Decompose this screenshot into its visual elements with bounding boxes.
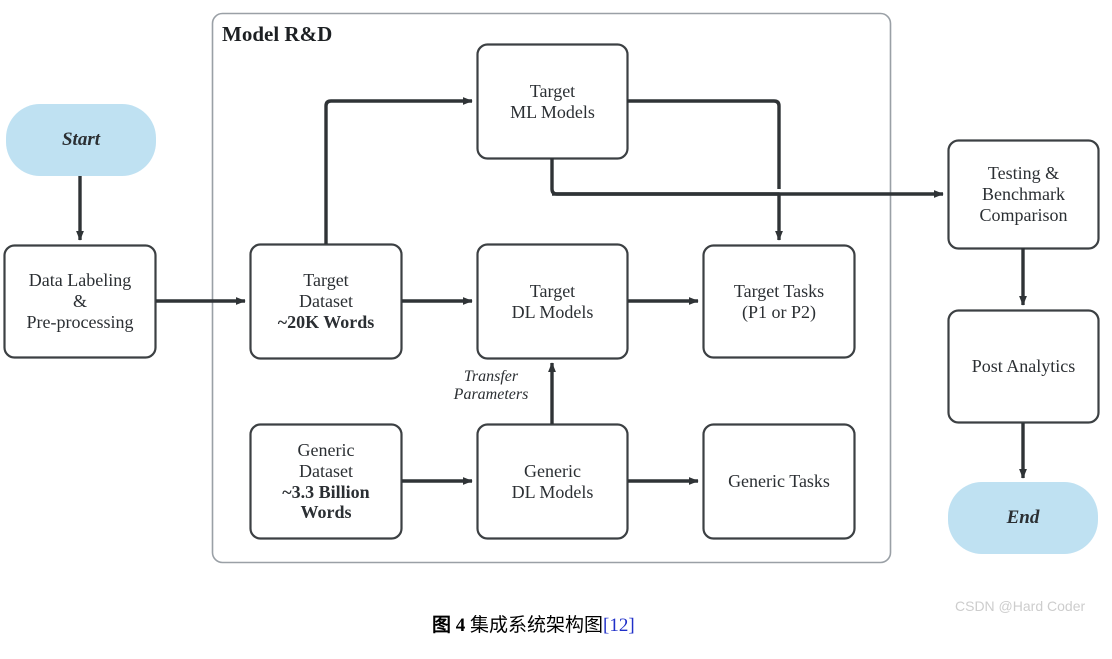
edge-label-line: Transfer — [463, 368, 519, 385]
node-box-generic-tasks — [702, 423, 856, 540]
flowchart-graphics — [3, 12, 1100, 564]
end-terminal-shape — [948, 482, 1098, 554]
edge-target-ml-models-to-testing — [627, 99, 781, 189]
node-box-target-ml-models — [476, 43, 629, 160]
caption-title: 集成系统架构图 — [470, 615, 604, 636]
node-box-testing-benchmark — [947, 139, 1100, 250]
caption-reference: [12] — [603, 615, 635, 636]
edge-label-line: Parameters — [453, 386, 529, 404]
edge-target-dataset-to-target-ml-models — [324, 97, 473, 244]
diagram-canvas: Model R&D Start End Data Labeling & Pre-… — [3, 12, 1100, 636]
caption-prefix: 图 4 — [432, 615, 466, 636]
edge-label-transfer-parameters: Transfer Parameters — [436, 368, 546, 404]
watermark: CSDN @Hard Coder — [955, 598, 1086, 614]
start-terminal-shape — [6, 104, 156, 176]
node-box-target-dataset — [249, 243, 403, 360]
node-box-generic-dataset — [249, 423, 403, 540]
node-box-target-tasks — [702, 244, 856, 359]
node-box-data-labeling — [3, 244, 157, 359]
node-box-post-analytics — [947, 309, 1100, 424]
figure-caption: 图 4 集成系统架构图[12] — [413, 588, 635, 659]
node-box-target-dl-models — [476, 243, 629, 360]
node-box-generic-dl-models — [476, 423, 629, 540]
group-title-model-rd: Model R&D — [222, 22, 333, 46]
